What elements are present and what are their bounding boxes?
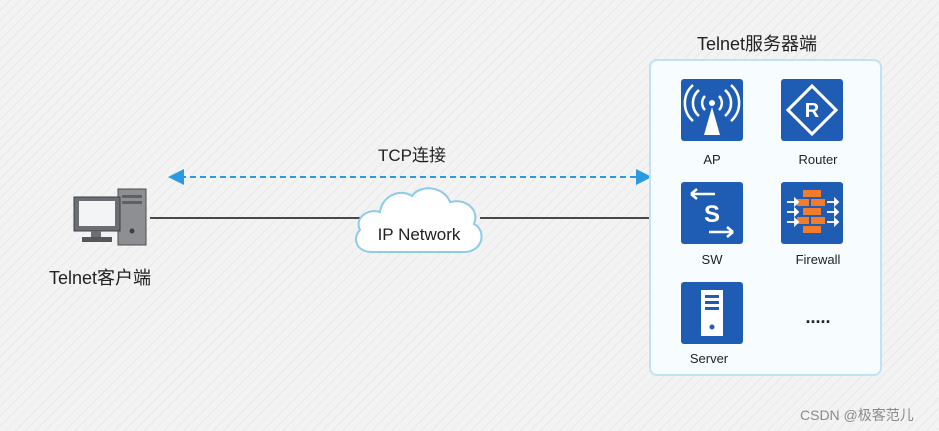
firewall-icon <box>787 190 840 233</box>
device-tile-router: R <box>781 79 843 141</box>
router-icon: R <box>785 83 839 137</box>
server-icon <box>701 290 723 336</box>
device-tile-server <box>681 282 743 344</box>
cloud-icon <box>355 187 483 253</box>
device-label-server: Server <box>689 351 729 366</box>
switch-icon: S <box>690 188 734 238</box>
svg-text:S: S <box>704 201 720 228</box>
device-label-firewall: Firewall <box>795 252 841 267</box>
ip-network-cloud <box>350 182 488 260</box>
more-devices-ellipsis: ..... <box>805 307 831 327</box>
svg-text:R: R <box>805 100 820 122</box>
tcp-connection-label: TCP连接 <box>378 146 446 165</box>
device-tile-ap <box>681 79 743 141</box>
client-computer <box>72 187 152 249</box>
device-tile-firewall <box>781 182 843 244</box>
client-label: Telnet客户端 <box>49 268 152 288</box>
device-label-router: Router <box>798 152 838 167</box>
wifi-ap-icon <box>683 84 741 135</box>
device-label-sw: SW <box>701 252 723 267</box>
ip-network-label: IP Network <box>377 225 461 244</box>
device-tile-sw: S <box>681 182 743 244</box>
device-label-ap: AP <box>703 152 721 167</box>
server-panel: AP R Router S SW <box>649 59 882 376</box>
server-side-title: Telnet服务器端 <box>697 34 818 54</box>
watermark: CSDN @极客范儿 <box>800 407 914 423</box>
computer-icon <box>73 188 147 246</box>
